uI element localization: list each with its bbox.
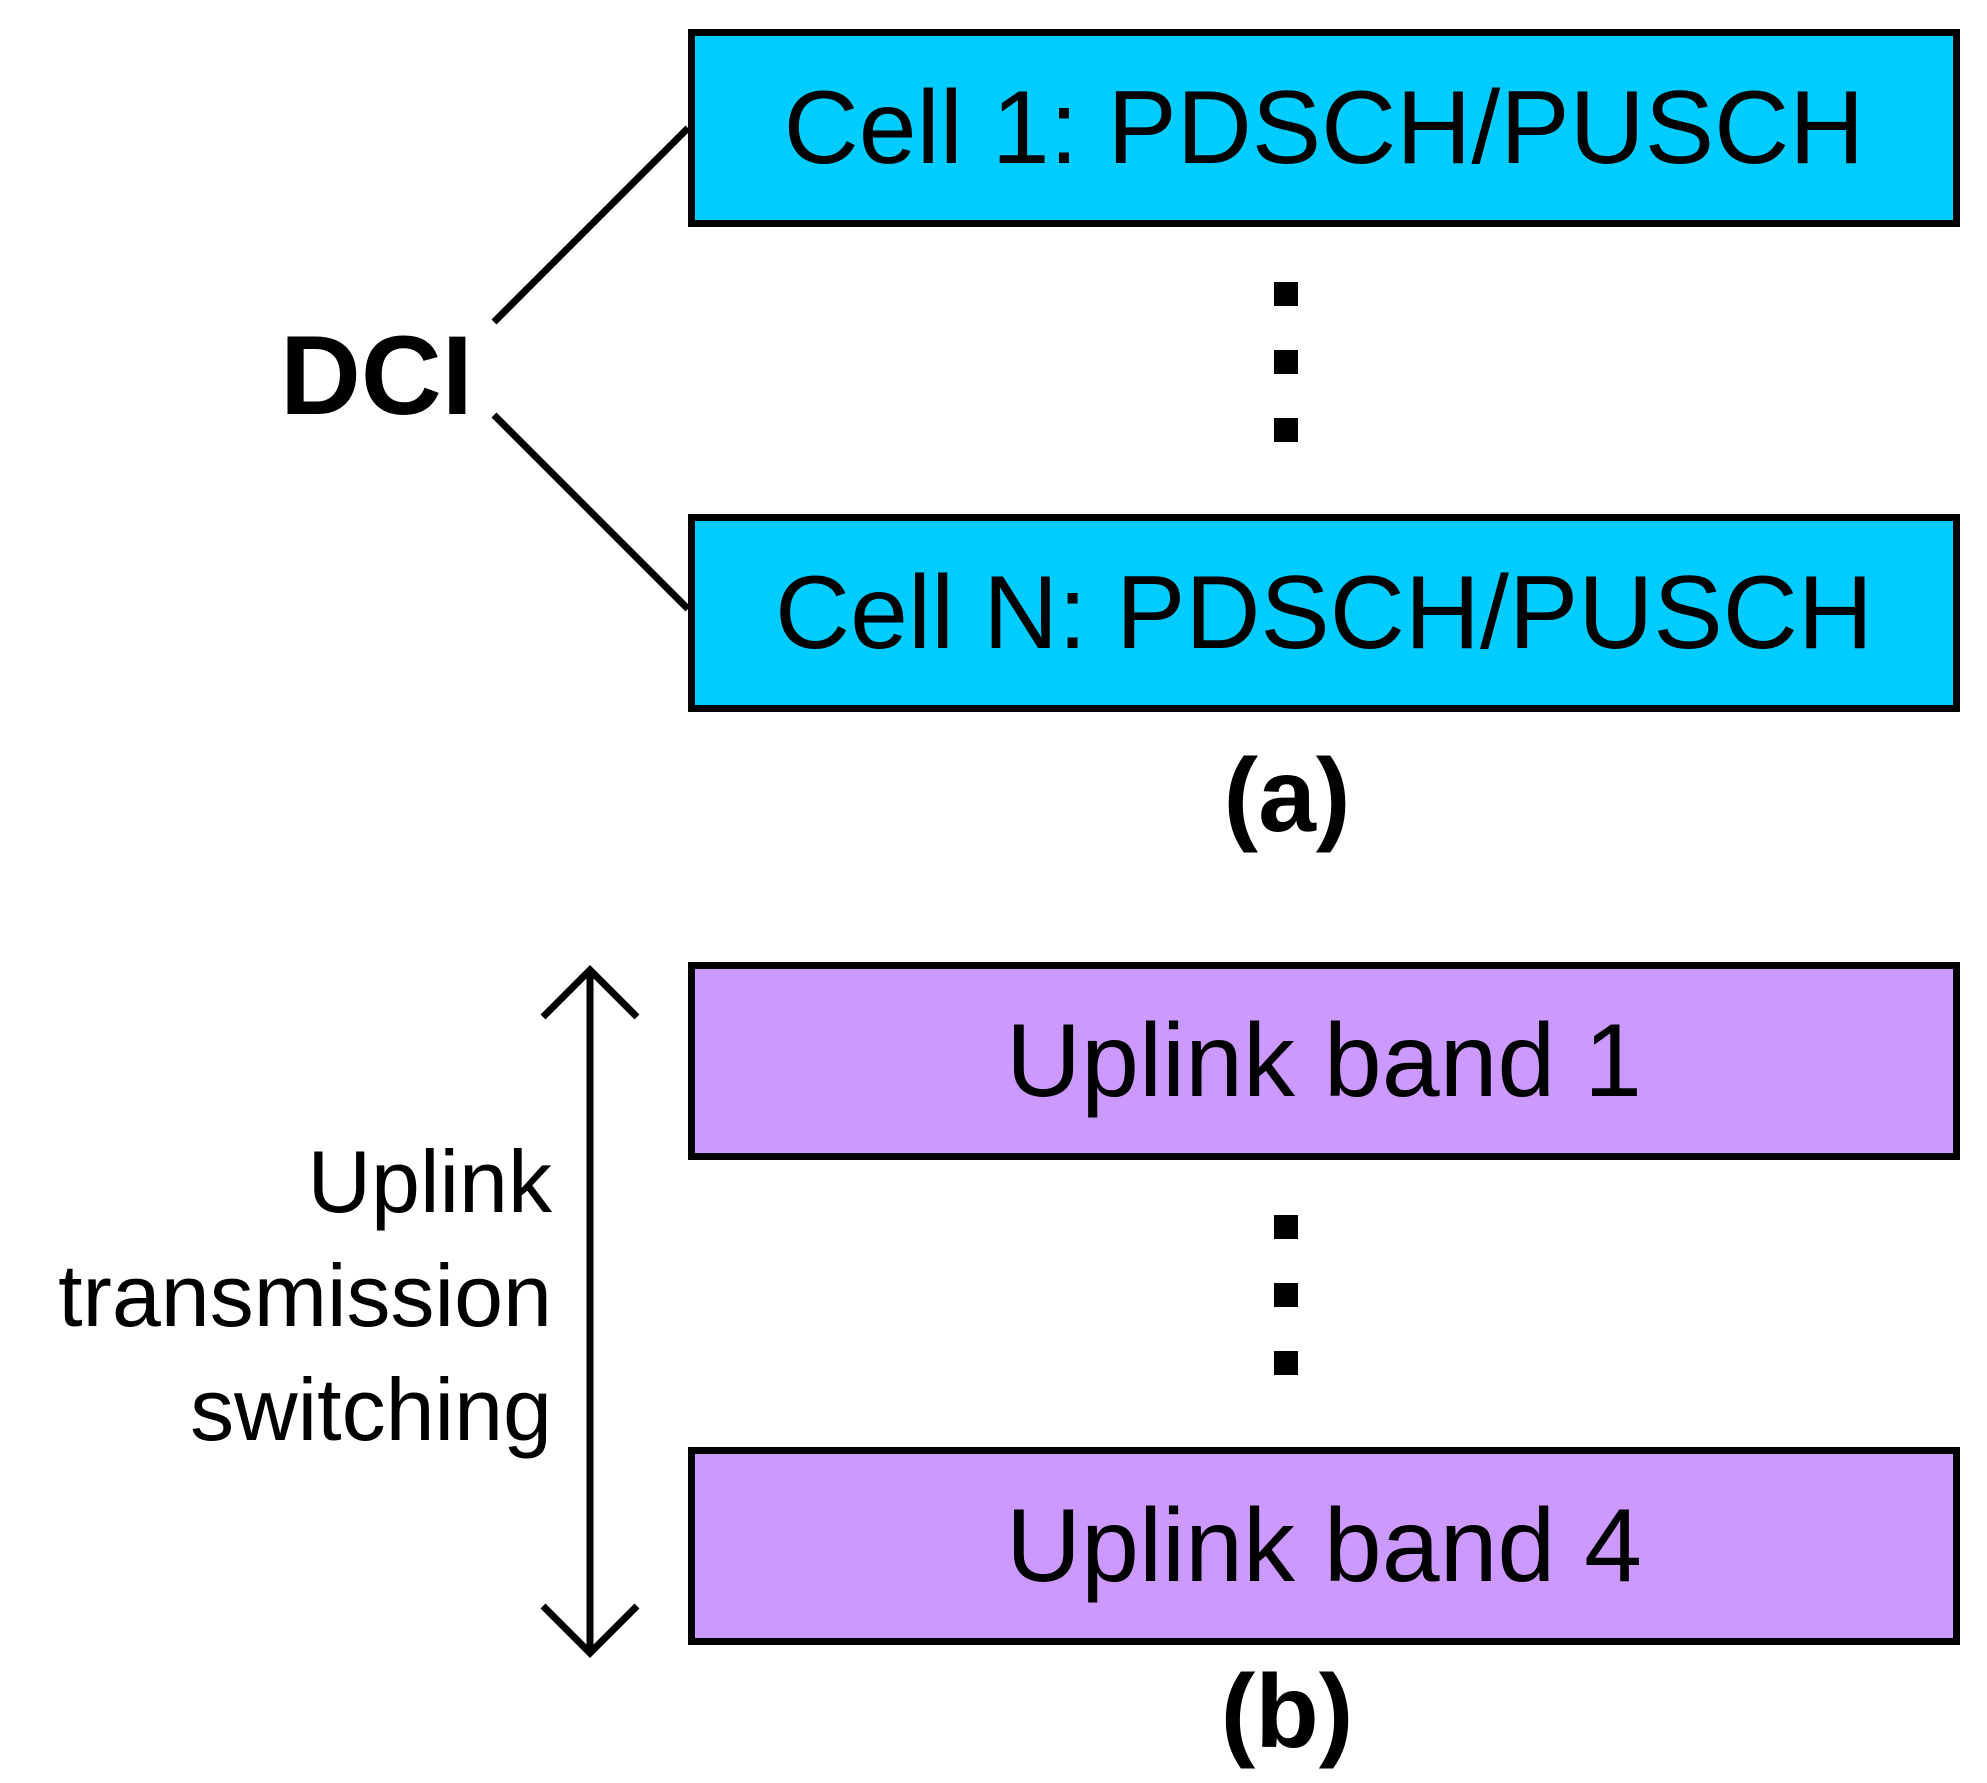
- ellipsis-dot-b-2: [1274, 1283, 1298, 1307]
- uplink-band-1-label: Uplink band 1: [1006, 1003, 1642, 1119]
- switching-label-line-2: transmission: [58, 1246, 552, 1345]
- uplink-band-1-box: Uplink band 1: [688, 962, 1960, 1160]
- ellipsis-dot-a-1: [1274, 282, 1298, 306]
- ellipsis-dot-a-3: [1274, 418, 1298, 442]
- ellipsis-dot-b-1: [1274, 1215, 1298, 1239]
- switching-arrow-head-down: [540, 1603, 640, 1658]
- ellipsis-dot-a-2: [1274, 350, 1298, 374]
- switching-label-line-3: switching: [190, 1360, 552, 1459]
- caption-a: (a): [1223, 738, 1351, 854]
- cell-1-label: Cell 1: PDSCH/PUSCH: [783, 70, 1865, 186]
- uplink-band-4-box: Uplink band 4: [688, 1447, 1960, 1645]
- cell-n-box: Cell N: PDSCH/PUSCH: [688, 514, 1960, 712]
- switching-label-line-1: Uplink: [307, 1132, 552, 1231]
- ellipsis-dot-b-3: [1274, 1351, 1298, 1375]
- dci-to-cell1-line: [491, 125, 691, 325]
- cell-1-box: Cell 1: PDSCH/PUSCH: [688, 29, 1960, 227]
- uplink-band-4-label: Uplink band 4: [1006, 1488, 1642, 1604]
- caption-b: (b): [1220, 1654, 1354, 1770]
- switching-arrow-head-up: [540, 965, 640, 1020]
- cell-n-label: Cell N: PDSCH/PUSCH: [775, 555, 1873, 671]
- dci-label: DCI: [280, 313, 473, 438]
- dci-to-cellN-line: [491, 412, 691, 612]
